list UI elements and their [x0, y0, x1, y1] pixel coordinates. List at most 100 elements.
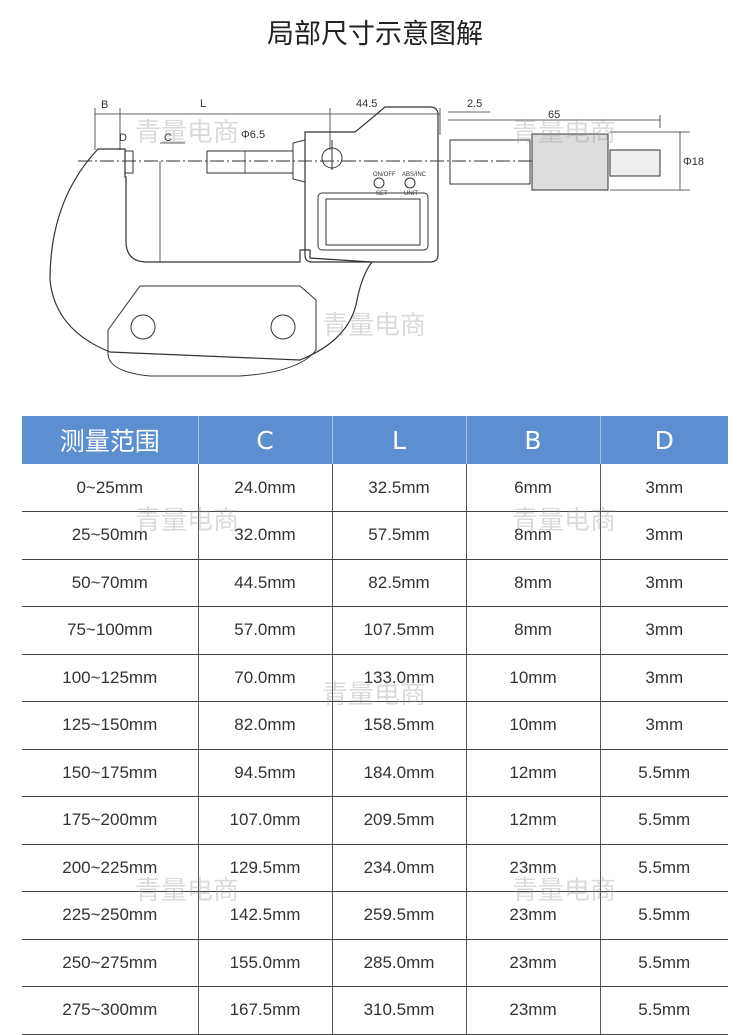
cell-b: 10mm [466, 701, 601, 750]
cell-l: 57.5mm [332, 511, 467, 560]
cell-range: 125~150mm [22, 701, 199, 750]
insulator-hole [130, 314, 156, 340]
cell-l: 310.5mm [332, 986, 467, 1035]
dim-2-5-label: 2.5 [467, 98, 482, 110]
ratchet-knurl [531, 133, 609, 191]
cell-b: 6mm [466, 464, 601, 512]
dim-phi18-label: Φ18 [683, 156, 704, 168]
unit-label: UNIT [404, 191, 418, 197]
cell-l: 285.0mm [332, 939, 467, 987]
cell-l: 184.0mm [332, 749, 467, 797]
dimension-lines [94, 108, 690, 262]
cell-d: 5.5mm [600, 939, 728, 987]
dim-65-label: 65 [548, 109, 560, 121]
abs-inc-button [404, 177, 416, 189]
cell-d: 5.5mm [600, 986, 728, 1035]
cell-range: 25~50mm [22, 511, 199, 560]
cell-b: 10mm [466, 654, 601, 702]
cell-d: 5.5mm [600, 844, 728, 892]
heat-insulator [107, 285, 317, 377]
dim-c-label: C [164, 132, 172, 144]
cell-d: 5.5mm [600, 796, 728, 845]
cell-d: 3mm [600, 654, 728, 702]
cell-c: 167.5mm [198, 986, 333, 1035]
cell-b: 23mm [466, 986, 601, 1035]
cell-range: 75~100mm [22, 606, 199, 655]
cell-c: 142.5mm [198, 891, 333, 940]
cell-c: 32.0mm [198, 511, 333, 560]
cell-b: 12mm [466, 796, 601, 845]
cell-d: 3mm [600, 464, 728, 512]
dim-phi6-5-label: Φ6.5 [241, 129, 265, 141]
cell-c: 155.0mm [198, 939, 333, 987]
frame-outline [49, 148, 374, 361]
page-title: 局部尺寸示意图解 [267, 19, 483, 50]
spindle [206, 150, 294, 174]
cell-c: 24.0mm [198, 464, 333, 512]
cell-range: 150~175mm [22, 749, 199, 797]
cell-c: 70.0mm [198, 654, 333, 702]
cell-b: 8mm [466, 559, 601, 607]
cell-d: 3mm [600, 559, 728, 607]
cell-c: 94.5mm [198, 749, 333, 797]
header-b: B [466, 416, 601, 464]
cell-c: 57.0mm [198, 606, 333, 655]
cell-l: 82.5mm [332, 559, 467, 607]
display-housing [304, 106, 439, 263]
cell-range: 0~25mm [22, 464, 199, 512]
cell-l: 234.0mm [332, 844, 467, 892]
cell-c: 107.0mm [198, 796, 333, 845]
micrometer-diagram: ON/OFF SET ABS/INC UNIT B L 44.5 2.5 65 … [49, 98, 704, 377]
cell-l: 32.5mm [332, 464, 467, 512]
cell-d: 3mm [600, 701, 728, 750]
cell-l: 158.5mm [332, 701, 467, 750]
cell-range: 175~200mm [22, 796, 199, 845]
thimble [449, 139, 531, 185]
cell-range: 100~125mm [22, 654, 199, 702]
cell-b: 8mm [466, 606, 601, 655]
cell-b: 23mm [466, 844, 601, 892]
cell-range: 275~300mm [22, 986, 199, 1035]
cell-b: 23mm [466, 939, 601, 987]
cell-l: 259.5mm [332, 891, 467, 940]
cell-l: 133.0mm [332, 654, 467, 702]
insulator-hole [270, 314, 296, 340]
header-c: C [198, 416, 333, 464]
header-d: D [600, 416, 728, 464]
dim-b-label: B [101, 99, 108, 111]
header-range: 测量范围 [22, 416, 199, 464]
cell-d: 3mm [600, 606, 728, 655]
dim-l-label: L [200, 98, 206, 110]
on-off-label: ON/OFF [373, 172, 396, 178]
cell-d: 5.5mm [600, 891, 728, 940]
cell-d: 3mm [600, 511, 728, 560]
cell-range: 250~275mm [22, 939, 199, 987]
cell-c: 129.5mm [198, 844, 333, 892]
cell-l: 209.5mm [332, 796, 467, 845]
cell-c: 44.5mm [198, 559, 333, 607]
set-label: SET [376, 191, 388, 197]
ratchet-stop [609, 149, 661, 177]
dim-44-5-label: 44.5 [356, 98, 377, 110]
cell-b: 8mm [466, 511, 601, 560]
dim-d-label: D [119, 132, 127, 144]
cell-b: 23mm [466, 891, 601, 940]
cell-d: 5.5mm [600, 749, 728, 797]
cell-c: 82.0mm [198, 701, 333, 750]
on-off-button [373, 177, 385, 189]
table-header: 测量范围 C L B D [22, 416, 728, 464]
lcd-display [325, 198, 421, 246]
abs-inc-label: ABS/INC [402, 172, 427, 178]
